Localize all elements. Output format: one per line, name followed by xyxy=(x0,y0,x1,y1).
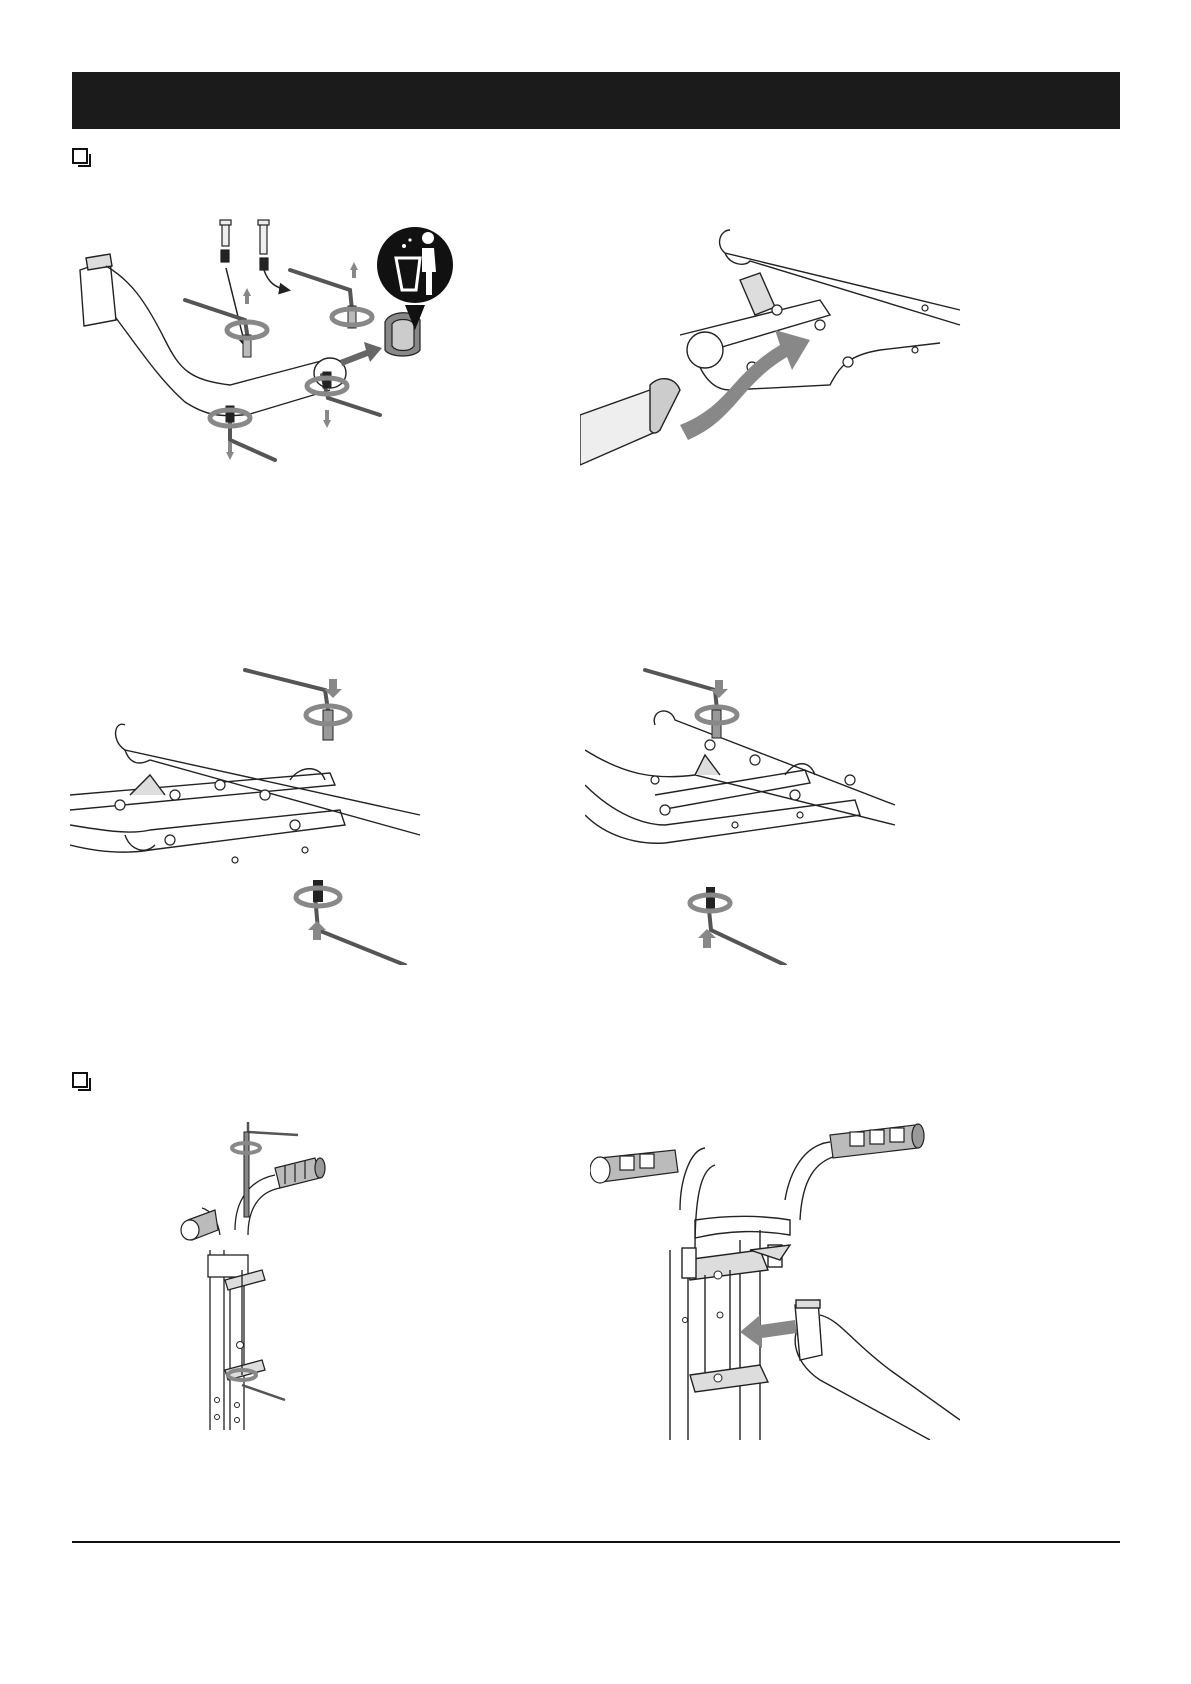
bolt-head-icon xyxy=(215,1342,244,1423)
incoming-tube xyxy=(580,379,680,465)
panel-tighten-front-bolts xyxy=(70,665,450,965)
panel-tighten-rear-bolts xyxy=(585,665,965,965)
panel-slide-bracket-onto-tube xyxy=(580,225,980,480)
pin-icon xyxy=(220,220,269,270)
direction-arrow-icon xyxy=(710,680,728,698)
trash-disposal-icon xyxy=(377,227,453,330)
bolt-head-icon xyxy=(651,740,855,828)
section-1-checkbox-icon xyxy=(72,148,88,164)
rotate-arrow-icon xyxy=(210,309,372,426)
bolt-icon xyxy=(706,887,715,909)
incoming-handlebar-tube xyxy=(795,1300,960,1440)
handle-grip-icon xyxy=(590,1124,924,1183)
arrow-icon xyxy=(264,270,288,290)
panel-insert-handlebar-into-frame xyxy=(590,1120,960,1440)
footer-rule xyxy=(72,1541,1120,1543)
move-arrow-icon xyxy=(740,1315,797,1348)
bolt-icon xyxy=(313,880,323,902)
tube-end-cap xyxy=(80,254,116,326)
header-bar xyxy=(72,72,1120,129)
panel-remove-pins-and-clip xyxy=(70,210,470,490)
hex-key-icon xyxy=(185,270,380,460)
section-2-checkbox-icon xyxy=(72,1072,88,1088)
bent-tube xyxy=(106,266,346,416)
panel-attach-handlebar-stem xyxy=(180,1120,350,1440)
handle-grip-icon xyxy=(181,1158,325,1240)
hex-key-icon xyxy=(242,1122,298,1400)
move-arrow-icon xyxy=(340,342,382,366)
